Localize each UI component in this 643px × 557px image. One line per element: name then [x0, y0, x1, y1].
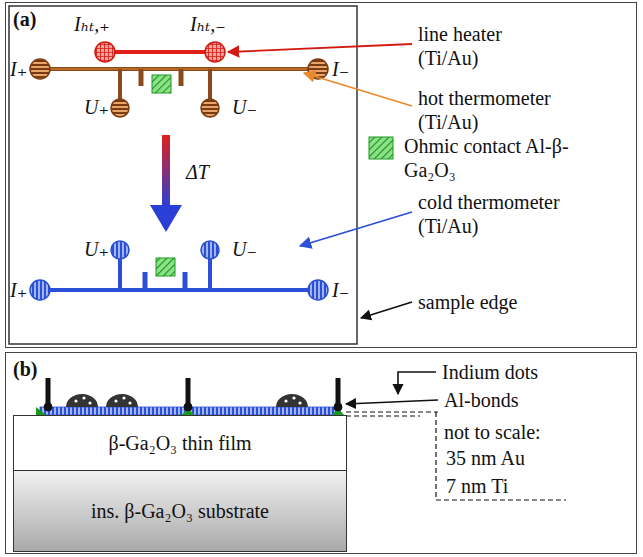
signal-name: U₊	[84, 237, 109, 261]
part-label: hot thermometer (Ti/Au)	[418, 86, 588, 134]
leader-line	[398, 372, 436, 394]
sample-edge	[9, 6, 357, 344]
layer-box: β-Ga₂O₃ thin film	[13, 415, 347, 471]
leader-line	[300, 212, 412, 246]
cold-thermometer	[30, 241, 328, 300]
signal-name: ΔT	[186, 160, 209, 184]
layer-label: β-Ga₂O₃ thin film	[109, 431, 252, 455]
part-label: Indium dots	[442, 360, 538, 384]
panel-frame: (b) β-Ga₂O₃ thin film ins. β-Ga₂O₃ substra…	[5, 352, 637, 554]
part-label: 7 nm Ti	[446, 474, 508, 498]
legend-label: Ohmic contact Al-β-Ga₂O₃	[404, 134, 569, 182]
gradient-arrow	[150, 135, 182, 232]
part-label: sample edge	[418, 290, 517, 314]
signal-name: I₊	[10, 57, 27, 81]
signal-name: U₋	[232, 237, 257, 261]
leader-line	[346, 400, 438, 404]
signal-name: I₊	[10, 278, 27, 302]
part-label: line heater (Ti/Au)	[418, 22, 538, 70]
part-label: Al-bonds	[444, 388, 518, 412]
panel-label: (b)	[13, 357, 37, 381]
part-label: cold thermometer (Ti/Au)	[418, 190, 593, 238]
al-bond	[44, 378, 342, 411]
signal-name: I₋	[332, 278, 349, 302]
layer-label: ins. β-Ga₂O₃ substrate	[91, 499, 269, 523]
signal-name: U₋	[232, 95, 257, 119]
part-label: not to scale:	[444, 420, 541, 444]
signal-name: U₊	[84, 95, 109, 119]
panel-frame: (a)	[5, 2, 637, 348]
signal-name: Iₕₜ,₋	[190, 12, 226, 36]
ohmic-contact	[152, 75, 171, 93]
leader-line	[304, 73, 412, 106]
layer-box: ins. β-Ga₂O₃ substrate	[13, 470, 347, 552]
panel-label: (a)	[13, 7, 36, 31]
signal-name: Iₕₜ,₊	[74, 12, 110, 36]
leader-line	[228, 44, 412, 52]
leader-line	[361, 302, 412, 318]
line-heater	[95, 42, 225, 62]
scale-bracket	[346, 412, 566, 500]
signal-name: I₋	[332, 57, 349, 81]
legend-swatch	[368, 136, 394, 160]
part-label: 35 nm Au	[446, 446, 525, 470]
hot-thermometer	[30, 59, 328, 117]
ohmic-contact	[156, 258, 175, 276]
